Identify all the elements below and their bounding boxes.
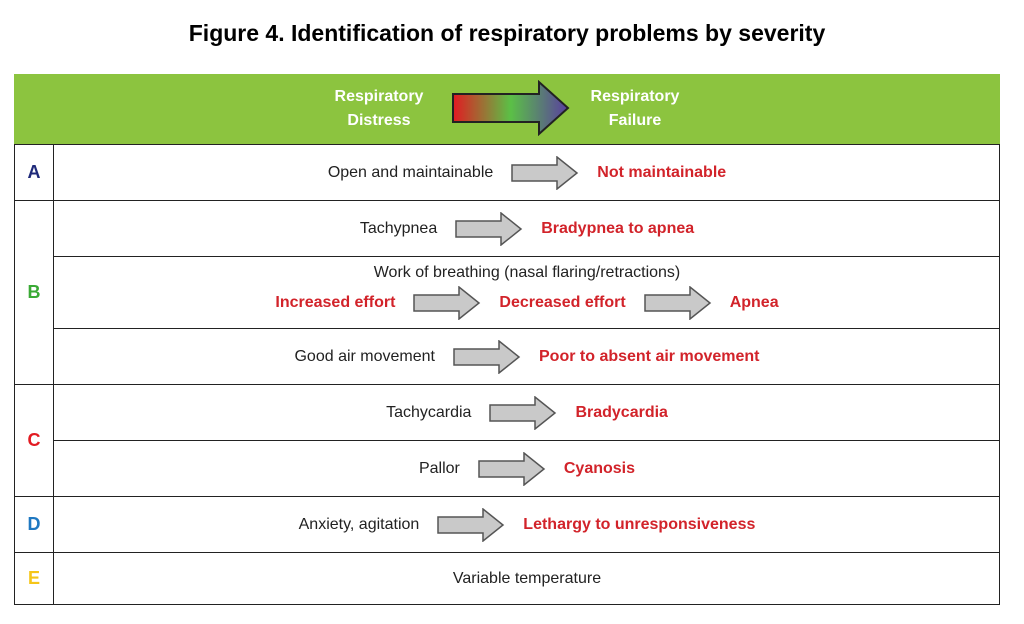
right-arrow-icon — [478, 451, 546, 486]
divider-a-b — [14, 200, 1000, 201]
heart-rate-failure-sign: Bradycardia — [575, 403, 668, 421]
letter-d: D — [27, 514, 41, 534]
row-breathing-rate: Tachypnea Bradypnea to apnea — [54, 201, 1000, 256]
letter-a: A — [27, 162, 41, 182]
divider-b-c — [14, 384, 1000, 385]
apnea-label: Apnea — [729, 294, 779, 311]
right-arrow-icon — [455, 211, 523, 246]
exposure-sign: Variable temperature — [452, 569, 602, 587]
row-disability: Anxiety, agitation Lethargy to unrespons… — [54, 497, 1000, 552]
row-exposure: Variable temperature — [54, 553, 1000, 604]
air-movement-failure-sign: Poor to absent air movement — [539, 347, 760, 365]
right-arrow-icon — [643, 286, 711, 320]
air-movement-distress-sign: Good air movement — [294, 347, 435, 365]
letter-e: E — [27, 568, 40, 588]
figure-title: Figure 4. Identification of respiratory … — [188, 20, 826, 46]
row-heart-rate: Tachycardia Bradycardia — [54, 385, 1000, 440]
increased-effort-label: Increased effort — [275, 294, 396, 311]
divider-c-d — [14, 496, 1000, 497]
divider-d-e — [14, 552, 1000, 553]
row-air-movement: Good air movement Poor to absent air mov… — [54, 329, 1000, 384]
right-arrow-icon — [413, 286, 481, 320]
divider-a-top — [14, 144, 1000, 145]
work-of-breathing-caption: Work of breathing (nasal flaring/retract… — [373, 264, 681, 281]
airway-failure-sign: Not maintainable — [597, 163, 727, 181]
divider-b1-b2 — [54, 256, 1000, 257]
breathing-rate-distress-sign: Tachypnea — [359, 219, 438, 237]
skin-color-failure-sign: Cyanosis — [563, 459, 636, 477]
heart-rate-distress-sign: Tachycardia — [386, 403, 472, 421]
disability-distress-sign: Anxiety, agitation — [298, 515, 420, 533]
right-arrow-icon — [511, 155, 579, 190]
right-arrow-icon — [437, 507, 505, 542]
row-work-of-breathing: Work of breathing (nasal flaring/retract… — [54, 257, 1000, 328]
right-arrow-icon — [489, 395, 557, 430]
divider-c1-c2 — [54, 440, 1000, 441]
skin-color-distress-sign: Pallor — [418, 459, 460, 477]
letter-column-divider — [53, 144, 54, 604]
severity-gradient-arrow-icon — [452, 80, 570, 136]
disability-failure-sign: Lethargy to unresponsiveness — [523, 515, 756, 533]
airway-distress-sign: Open and maintainable — [327, 163, 494, 181]
letter-c: C — [27, 430, 41, 450]
divider-b2-b3 — [54, 328, 1000, 329]
decreased-effort-label: Decreased effort — [499, 294, 626, 311]
right-arrow-icon — [453, 339, 521, 374]
row-skin-color: Pallor Cyanosis — [54, 441, 1000, 496]
breathing-rate-failure-sign: Bradypnea to apnea — [541, 219, 695, 237]
letter-b: B — [27, 282, 41, 302]
row-airway: Open and maintainable Not maintainable — [54, 145, 1000, 200]
